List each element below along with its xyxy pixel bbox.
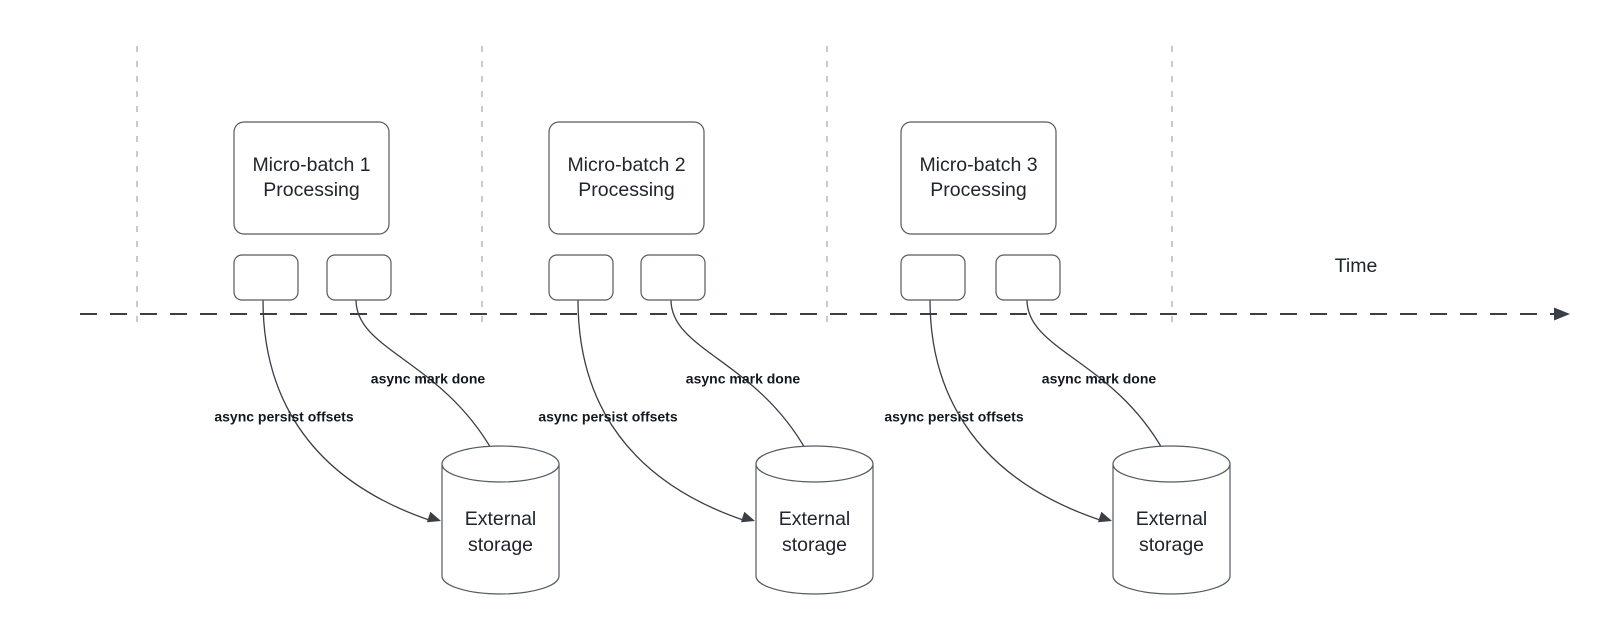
persist-offsets-edge-3: [929, 299, 1104, 522]
micro-batch-box-2[interactable]: [548, 121, 705, 235]
mark-done-task-box-3[interactable]: [995, 254, 1061, 301]
edges-group: [262, 299, 1180, 523]
async-mark-done-label-3: async mark done: [1042, 371, 1157, 387]
async-persist-offsets-label-2: async persist offsets: [538, 409, 677, 425]
time-axis-label: Time: [1335, 255, 1378, 277]
mark-done-task-box-1[interactable]: [326, 254, 392, 301]
persist-offsets-edge-3-arrowhead: [1097, 511, 1112, 523]
micro-batch-box-1[interactable]: [233, 121, 390, 235]
time-axis-ticks: [136, 46, 1173, 326]
async-persist-offsets-label-3: async persist offsets: [884, 409, 1023, 425]
micro-batch-label-line2-1: Processing: [263, 179, 359, 201]
external-storage-cylinder-body-3[interactable]: [1112, 463, 1231, 595]
micro-batch-label-line1-2: Micro-batch 2: [567, 154, 685, 176]
external-storage-label-line1-2: External: [779, 508, 851, 530]
external-storage-label-line2-3: storage: [1139, 534, 1204, 556]
micro-batch-box-3[interactable]: [900, 121, 1057, 235]
persist-offsets-edge-2-arrowhead: [740, 511, 755, 523]
persist-offsets-edge-2: [577, 299, 747, 522]
external-storage-label-line1-1: External: [465, 508, 537, 530]
persist-offsets-edge-1: [262, 299, 433, 522]
persist-offsets-task-box-1[interactable]: [233, 254, 299, 301]
micro-batch-label-line1-1: Micro-batch 1: [252, 154, 370, 176]
persist-offsets-task-box-2[interactable]: [548, 254, 614, 301]
timeline-arrowhead: [1554, 307, 1570, 321]
external-storage-cylinder-cap-3: [1112, 445, 1231, 483]
mark-done-task-box-2[interactable]: [640, 254, 706, 301]
async-mark-done-label-1: async mark done: [371, 371, 486, 387]
persist-offsets-edge-1-arrowhead: [426, 511, 441, 523]
async-persist-offsets-label-1: async persist offsets: [214, 409, 353, 425]
micro-batch-label-line2-3: Processing: [930, 179, 1026, 201]
mark-done-edge-1: [355, 299, 493, 451]
async-mark-done-label-2: async mark done: [686, 371, 801, 387]
edge-labels-group: async persist offsets async mark done asyn…: [214, 371, 1156, 425]
external-storage-label-line2-2: storage: [782, 534, 847, 556]
external-storage-label-line1-3: External: [1136, 508, 1208, 530]
micro-batch-label-line2-2: Processing: [578, 179, 674, 201]
mark-done-edge-3: [1026, 299, 1164, 451]
external-storage-label-line2-1: storage: [468, 534, 533, 556]
timeline-axis: [80, 307, 1570, 321]
external-storage-cylinder-cap-2: [755, 445, 874, 483]
external-storage-cylinder-body-1[interactable]: [441, 463, 560, 595]
external-storage-cylinder-body-2[interactable]: [755, 463, 874, 595]
persist-offsets-task-box-3[interactable]: [900, 254, 966, 301]
mark-done-edge-2: [670, 299, 807, 451]
external-storage-cylinder-cap-1: [441, 445, 560, 483]
micro-batch-label-line1-3: Micro-batch 3: [919, 154, 1037, 176]
